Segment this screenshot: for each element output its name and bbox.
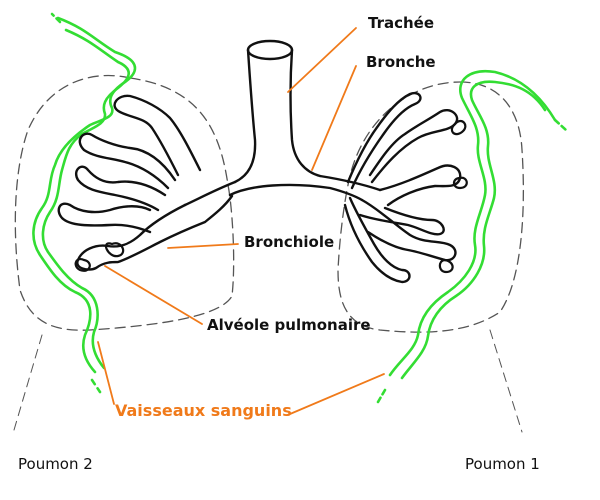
bronchus-label: Bronche bbox=[366, 53, 436, 71]
right-vessel-end-dash bbox=[376, 388, 387, 404]
left-lung-outline bbox=[14, 74, 235, 331]
bronchiole-leader bbox=[167, 243, 239, 249]
right-vessel-inner bbox=[400, 80, 547, 380]
lung-right-label: Poumon 1 bbox=[465, 455, 540, 473]
trachea-opening bbox=[246, 39, 294, 61]
right-alveolus bbox=[438, 119, 468, 274]
right-vessel-top-dash bbox=[553, 118, 568, 132]
left-vessel-inner bbox=[41, 28, 130, 370]
vessels-leader-right bbox=[289, 373, 385, 415]
bronchus-leader bbox=[311, 65, 357, 171]
right-lung-outline bbox=[337, 81, 525, 333]
left-vessel-end-dash bbox=[90, 378, 102, 394]
vessels-leader-left bbox=[97, 341, 115, 405]
left-vessel-top-dash bbox=[50, 12, 62, 24]
trachea-tube bbox=[233, 48, 322, 184]
right-pleura-line bbox=[489, 329, 523, 433]
lung-left-label: Poumon 2 bbox=[18, 455, 93, 473]
trachea-label: Trachée bbox=[368, 14, 435, 32]
trachea-leader bbox=[287, 27, 357, 93]
vessels-label: Vaisseaux sanguins bbox=[115, 401, 292, 420]
left-vessel-outer bbox=[32, 16, 137, 374]
alveolus-label: Alvéole pulmonaire bbox=[207, 316, 371, 334]
left-alveolus bbox=[74, 242, 125, 272]
left-bronchial-tree bbox=[57, 94, 234, 271]
bronchiole-label: Bronchiole bbox=[244, 233, 335, 251]
right-bronchial-tree bbox=[343, 91, 462, 284]
alveolus-leader bbox=[104, 265, 203, 325]
left-pleura-line bbox=[13, 334, 43, 431]
right-vessel-outer bbox=[388, 69, 557, 377]
